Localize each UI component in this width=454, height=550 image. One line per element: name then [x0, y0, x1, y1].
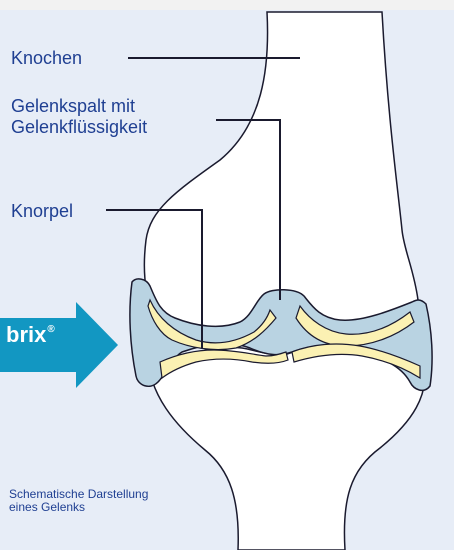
joint-space-label-line2: Gelenkflüssigkeit: [11, 117, 147, 137]
brand-label: brix®: [6, 318, 55, 347]
cartilage-label: Knorpel: [11, 201, 73, 221]
brand-mark: ®: [47, 324, 54, 335]
brand-name: brix: [6, 322, 46, 347]
joint-space-label-line1: Gelenkspalt mit: [11, 96, 135, 116]
caption-line2: eines Gelenks: [9, 501, 229, 514]
lower-bone: [148, 344, 425, 550]
caption: Schematische Darstellung eines Gelenks: [9, 488, 229, 514]
bone-label: Knochen: [11, 48, 82, 68]
